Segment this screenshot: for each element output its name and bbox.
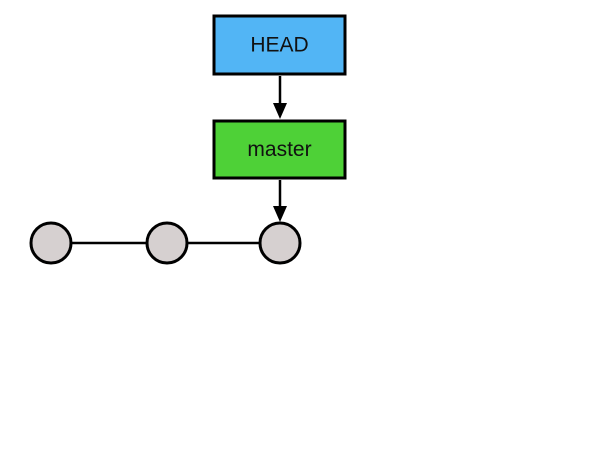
head-box[interactable] (212, 14, 347, 76)
commit-node-3[interactable] (258, 221, 302, 265)
head-label: HEAD (250, 34, 308, 57)
arrow-head-to-master-tip (273, 103, 287, 119)
master-box[interactable] (212, 119, 347, 180)
arrow-head-to-master (273, 76, 287, 119)
arrow-master-to-commit-tip (273, 206, 287, 222)
master-label: master (247, 138, 311, 161)
node-master[interactable]: master (212, 119, 347, 180)
arrow-master-to-commit (273, 180, 287, 222)
node-head[interactable]: HEAD (212, 14, 347, 76)
commit-node-2[interactable] (145, 221, 189, 265)
commit-node-1[interactable] (29, 221, 73, 265)
